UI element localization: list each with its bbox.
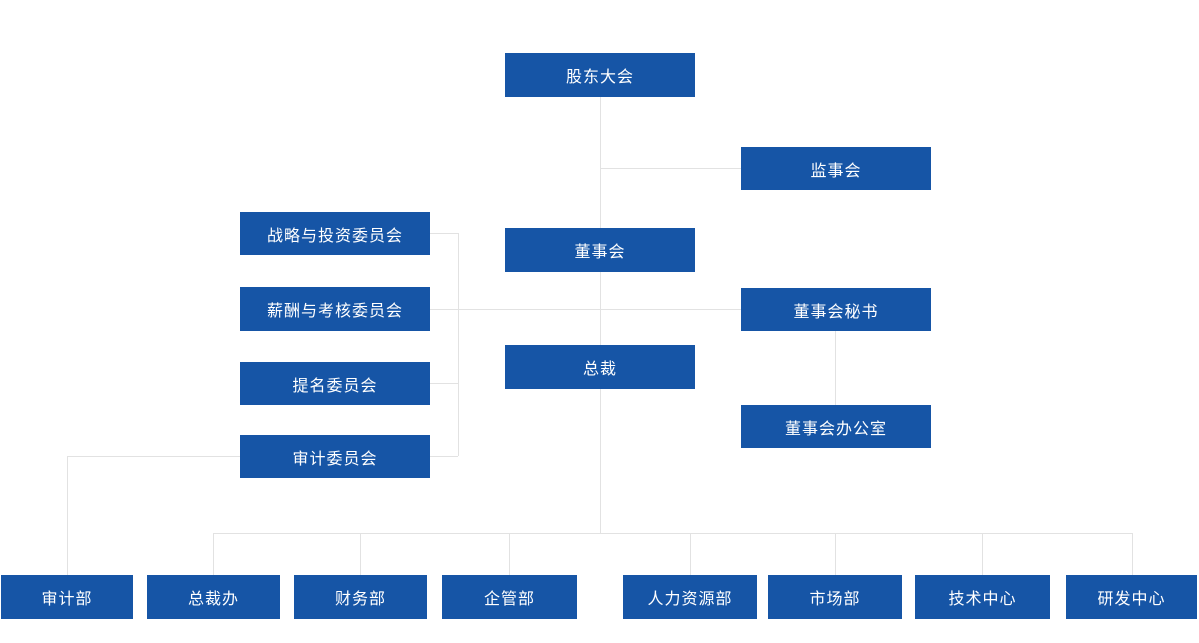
connector-strategy-stub	[430, 233, 458, 234]
connector-bottom-rail	[213, 533, 1133, 534]
connector-stub-technology	[982, 533, 983, 575]
connector-stub-rd	[1132, 533, 1133, 575]
node-rd-center: 研发中心	[1066, 575, 1197, 619]
connector-nomination-stub	[430, 383, 458, 384]
connector-audit-committee-right-stub	[430, 456, 458, 457]
connector-stub-finance	[360, 533, 361, 575]
connector-committees-to-secretary	[430, 309, 741, 310]
connector-stub-enterprise-mgmt	[509, 533, 510, 575]
connector-stub-hr	[690, 533, 691, 575]
connector-audit-committee-to-dept	[67, 456, 68, 575]
node-enterprise-mgmt-dept: 企管部	[442, 575, 577, 619]
connector-stub-president-office	[213, 533, 214, 575]
node-strategy-investment-committee: 战略与投资委员会	[240, 212, 430, 255]
connector-committee-trunk	[458, 233, 459, 456]
connector-stub-marketing	[835, 533, 836, 575]
node-president: 总裁	[505, 345, 695, 389]
node-nomination-committee: 提名委员会	[240, 362, 430, 405]
node-president-office: 总裁办	[147, 575, 280, 619]
node-audit-dept: 审计部	[1, 575, 133, 619]
connector-secretary-to-office	[835, 331, 836, 405]
node-board-of-directors: 董事会	[505, 228, 695, 272]
node-finance-dept: 财务部	[294, 575, 427, 619]
connector-audit-committee-left	[67, 456, 240, 457]
node-hr-dept: 人力资源部	[623, 575, 757, 619]
node-board-office: 董事会办公室	[741, 405, 931, 448]
node-technology-center: 技术中心	[915, 575, 1050, 619]
connector-trunk-to-supervisory	[600, 168, 741, 169]
node-board-secretary: 董事会秘书	[741, 288, 931, 331]
connector-shareholders-to-board	[600, 97, 601, 228]
node-marketing-dept: 市场部	[768, 575, 902, 619]
node-compensation-assessment-committee: 薪酬与考核委员会	[240, 287, 430, 331]
node-supervisory-board: 监事会	[741, 147, 931, 190]
node-shareholders-meeting: 股东大会	[505, 53, 695, 97]
connector-president-to-rail	[600, 389, 601, 533]
connector-board-to-president	[600, 272, 601, 345]
node-audit-committee: 审计委员会	[240, 435, 430, 478]
